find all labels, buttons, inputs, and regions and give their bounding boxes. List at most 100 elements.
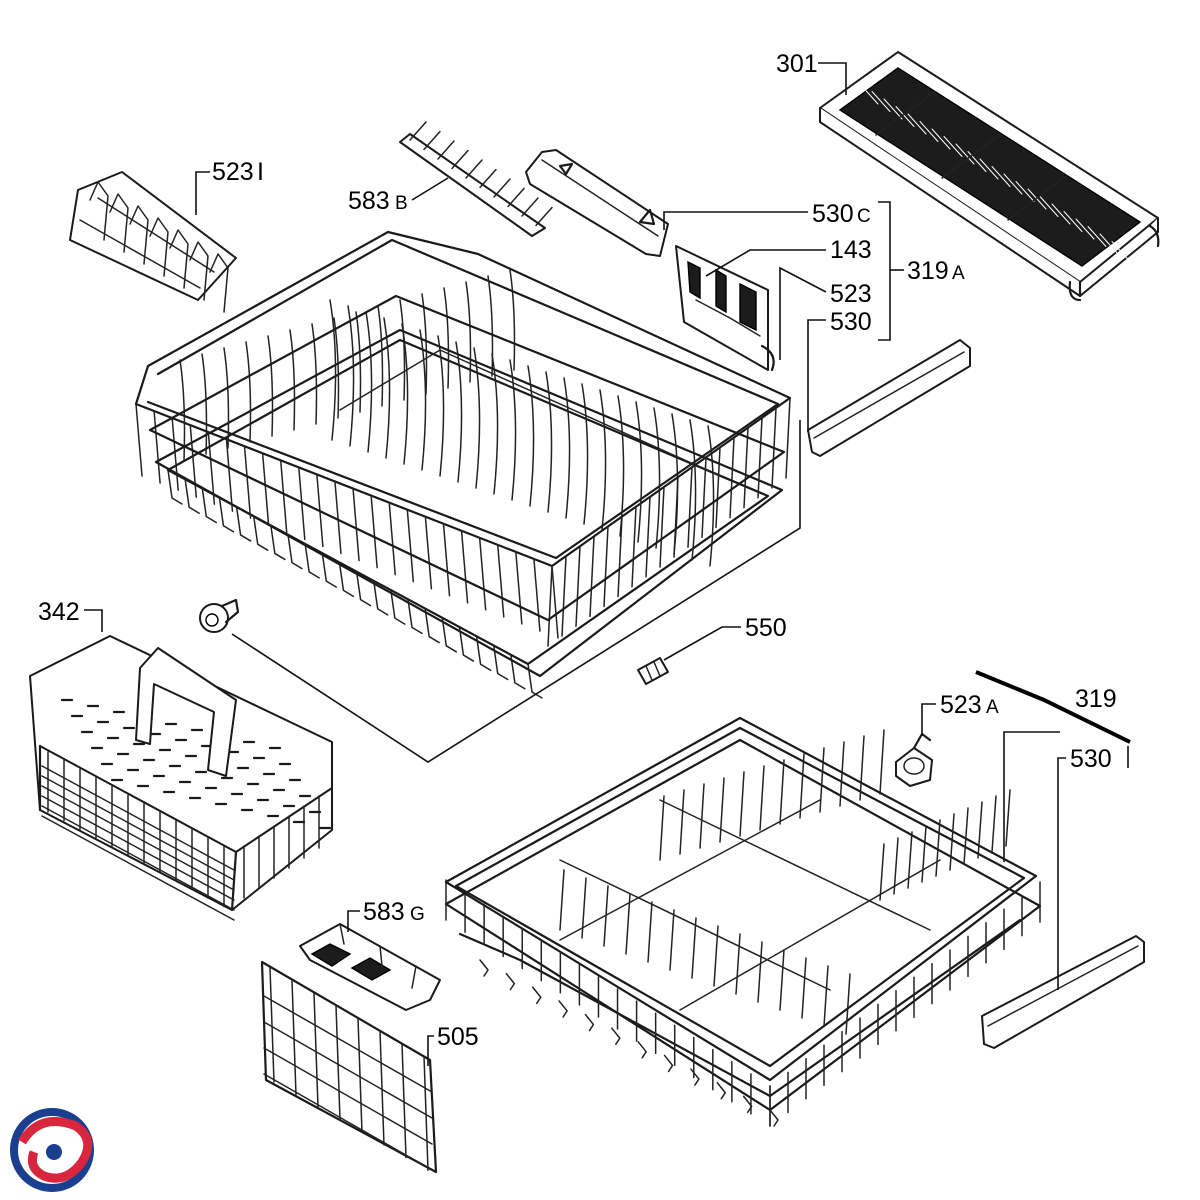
upper-tines-stroke (329, 299, 337, 441)
upper-tines-stroke (581, 383, 589, 525)
label-text-530-top: 530 (830, 308, 872, 336)
part-319-wire[interactable] (975, 670, 1131, 744)
clip-teeth-stroke (209, 253, 229, 313)
upper-feet-stroke (372, 580, 389, 616)
upper-tines-stroke (599, 389, 607, 531)
brand-logo (10, 1108, 94, 1192)
upper-verticals-stroke (515, 551, 523, 625)
clip-teeth-stroke (189, 241, 209, 301)
upper-verticals-stroke (533, 558, 541, 632)
upper-feet-stroke (167, 469, 183, 505)
label-text-319: 319 (1075, 685, 1117, 713)
upper-tines-stroke (245, 341, 252, 443)
upper-tines-stroke (653, 407, 661, 549)
part-143-height-adjuster[interactable] (675, 245, 775, 372)
lower-tines-stroke (647, 901, 653, 963)
part-530-rail-bottom[interactable] (981, 935, 1145, 1049)
upper-verticals-stroke (478, 537, 487, 611)
upper-tines-stroke (707, 425, 715, 567)
upper-verticals-stroke (207, 431, 216, 505)
upper-verticals-stroke (496, 544, 505, 618)
upper-tines-stroke (267, 335, 274, 437)
label-505: 505 (427, 1023, 479, 1066)
part-roller-wheel-upper[interactable] (199, 598, 240, 633)
upper-tines-stroke (347, 305, 355, 447)
upper-basket[interactable] (134, 230, 792, 699)
upper-tines-stroke (487, 275, 494, 377)
upper-verticals-stroke (225, 438, 234, 512)
upper-verticals-stroke (442, 522, 451, 597)
upper-verticals-stroke (279, 459, 288, 534)
lower-feet-stroke (716, 1081, 727, 1100)
part-550-pin[interactable] (637, 657, 669, 685)
basket-grid-stroke (41, 765, 235, 871)
rack505-grid-stroke (357, 1017, 363, 1134)
lower-tines-stroke (935, 819, 941, 877)
upper-feet-stroke (338, 561, 355, 598)
lower-tines-stroke (907, 831, 913, 889)
upper-tines-stroke (201, 353, 208, 455)
upper-verticals-stroke (135, 403, 143, 477)
part-583b-tine-rail[interactable] (399, 121, 553, 237)
clip-teeth-stroke (129, 205, 149, 265)
label-suffix-523i: I (257, 158, 264, 186)
part-342-cutlery-basket[interactable] (29, 635, 333, 921)
upper-verticals-stroke (388, 501, 396, 576)
upper-feet-stroke (252, 515, 269, 551)
lower-tines-stroke (719, 777, 725, 843)
lower-tines-stroke (921, 825, 927, 883)
upper-verticals-stroke (701, 456, 707, 539)
upper-feet-stroke (355, 570, 372, 607)
lower-tines-stroke (879, 729, 885, 795)
lower-tines-stroke (991, 795, 997, 853)
rack505-grid-stroke (263, 995, 433, 1093)
basket-grid-stroke (41, 795, 235, 901)
lower-basket[interactable] (444, 716, 1042, 1127)
label-523: 523 (779, 266, 872, 360)
upper-tines-stroke (333, 317, 340, 419)
part-523i-rack-clip[interactable] (69, 171, 237, 313)
rack505-grid-stroke (263, 1073, 433, 1171)
upper-tines-stroke (671, 413, 679, 555)
lower-tines-stroke (669, 909, 675, 971)
lower-feet-stroke (531, 986, 542, 1005)
lower-tines-stroke (679, 789, 685, 855)
lower-tines-stroke (757, 941, 763, 1003)
part-505-fold-down-rack[interactable] (260, 960, 438, 1174)
upper-verticals-stroke (589, 535, 595, 618)
upper-feet-stroke (287, 533, 303, 570)
lower-feet-stroke (584, 1013, 595, 1032)
upper-verticals-stroke (659, 486, 665, 568)
upper-feet-stroke (304, 543, 320, 579)
tray-ridges-stroke (859, 83, 879, 105)
upper-tines-stroke (509, 269, 516, 371)
upper-tines-stroke (491, 353, 499, 495)
rail-tines-stroke (507, 187, 525, 208)
upper-tines-stroke (365, 311, 373, 453)
upper-verticals-stroke (551, 565, 559, 639)
label-342: 342 (38, 598, 103, 632)
tray-ridges-stroke (967, 151, 987, 172)
part-530c-handle[interactable] (525, 149, 669, 257)
lower-tines-stroke (779, 759, 785, 825)
upper-verticals-stroke (352, 487, 360, 562)
label-319a: 319 A (878, 201, 965, 341)
tray-ridges-stroke (1099, 233, 1119, 255)
lower-feet-stroke (505, 972, 516, 991)
lower-feet-stroke (769, 1109, 779, 1127)
part-530-rail-top[interactable] (807, 339, 971, 457)
tray-ridges-stroke (943, 136, 963, 157)
lower-tines-stroke (893, 837, 899, 895)
upper-verticals-stroke (785, 397, 791, 479)
label-319: 319 (1075, 685, 1129, 768)
upper-verticals-stroke (575, 545, 581, 627)
upper-feet-stroke (270, 524, 286, 561)
part-523a-roller-wheel[interactable] (895, 732, 933, 787)
part-301-cutlery-tray[interactable] (819, 51, 1160, 302)
upper-verticals-stroke (370, 494, 378, 569)
upper-feet-stroke (235, 506, 252, 542)
part-583g-tine-clip[interactable] (299, 923, 441, 1011)
lower-tines-stroke (559, 869, 565, 931)
tray-ridges-stroke (1051, 203, 1071, 225)
